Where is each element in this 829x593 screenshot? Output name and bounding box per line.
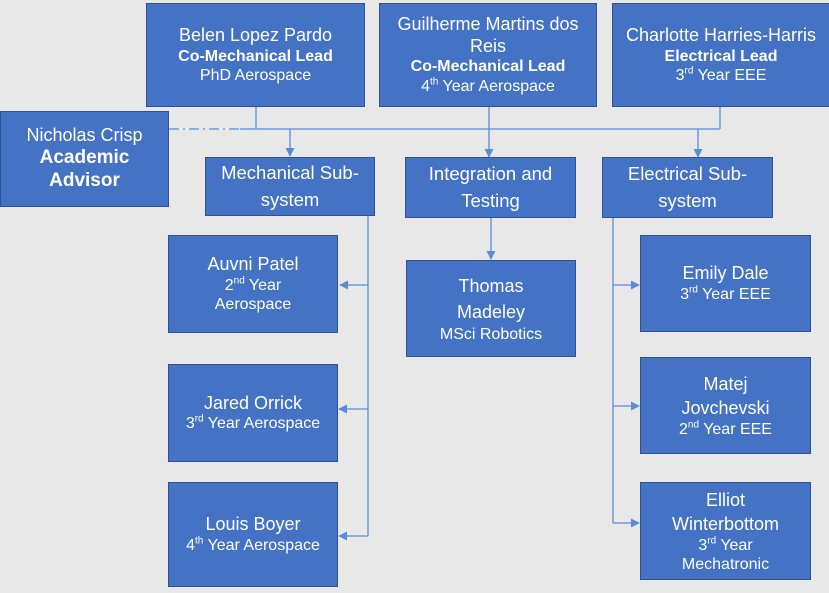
member-name: Thomas Madeley <box>456 275 526 322</box>
lead-name: Belen Lopez Pardo <box>178 25 333 46</box>
lead-name: Charlotte Harries-Harris <box>625 25 817 46</box>
member-box-louis: Louis Boyer 4th Year Aerospace <box>168 482 338 587</box>
member-box-matej: Matej Jovchevski 2nd Year EEE <box>640 357 811 454</box>
lead-box-charlotte: Charlotte Harries-Harris Electrical Lead… <box>612 3 829 107</box>
member-box-auvni: Auvni Patel 2nd Year Aerospace <box>168 235 338 333</box>
member-box-jared: Jared Orrick 3rd Year Aerospace <box>168 364 338 462</box>
advisor-name: Nicholas Crisp <box>26 125 143 146</box>
lead-name: Guilherme Martins dos Reis <box>397 14 579 56</box>
lead-detail: PhD Aerospace <box>199 66 312 84</box>
member-name: Emily Dale <box>682 263 769 284</box>
subsystem-label: Electrical Sub-system <box>627 162 748 211</box>
member-detail: 3rd Year EEE <box>680 284 771 303</box>
member-box-thomas: Thomas Madeley MSci Robotics <box>406 260 576 357</box>
member-detail: 3rd Year Mechatronic <box>681 535 770 574</box>
member-name: Elliot Winterbottom <box>671 489 780 534</box>
lead-role: Co-Mechanical Lead <box>410 58 566 76</box>
lead-detail: 4th Year Aerospace <box>421 76 555 95</box>
member-box-emily: Emily Dale 3rd Year EEE <box>640 235 811 332</box>
member-detail: 2nd Year Aerospace <box>214 275 292 313</box>
lead-role: Co-Mechanical Lead <box>178 47 333 65</box>
advisor-box: Nicholas Crisp Academic Advisor <box>0 111 169 207</box>
lead-box-belen: Belen Lopez Pardo Co-Mechanical Lead PhD… <box>146 3 365 107</box>
subsystem-label: Mechanical Sub-system <box>221 161 359 210</box>
member-detail: 4th Year Aerospace <box>186 535 320 554</box>
member-name: Matej Jovchevski <box>681 373 770 418</box>
member-box-elliot: Elliot Winterbottom 3rd Year Mechatronic <box>640 482 811 580</box>
subsystem-box-integration: Integration and Testing <box>405 157 576 218</box>
member-name: Auvni Patel <box>207 254 299 275</box>
member-detail: 3rd Year Aerospace <box>185 413 321 433</box>
advisor-role: Academic Advisor <box>39 147 130 191</box>
member-detail: 2nd Year EEE <box>679 419 772 439</box>
subsystem-label: Integration and Testing <box>428 162 553 211</box>
lead-box-guilherme: Guilherme Martins dos Reis Co-Mechanical… <box>379 3 597 107</box>
member-name: Jared Orrick <box>203 392 302 413</box>
subsystem-box-mechanical: Mechanical Sub-system <box>205 157 375 216</box>
lead-detail: 3rd Year EEE <box>675 65 767 84</box>
member-detail: MSci Robotics <box>439 326 543 343</box>
subsystem-box-electrical: Electrical Sub-system <box>602 157 773 218</box>
lead-role: Electrical Lead <box>664 47 778 65</box>
member-name: Louis Boyer <box>205 514 301 535</box>
